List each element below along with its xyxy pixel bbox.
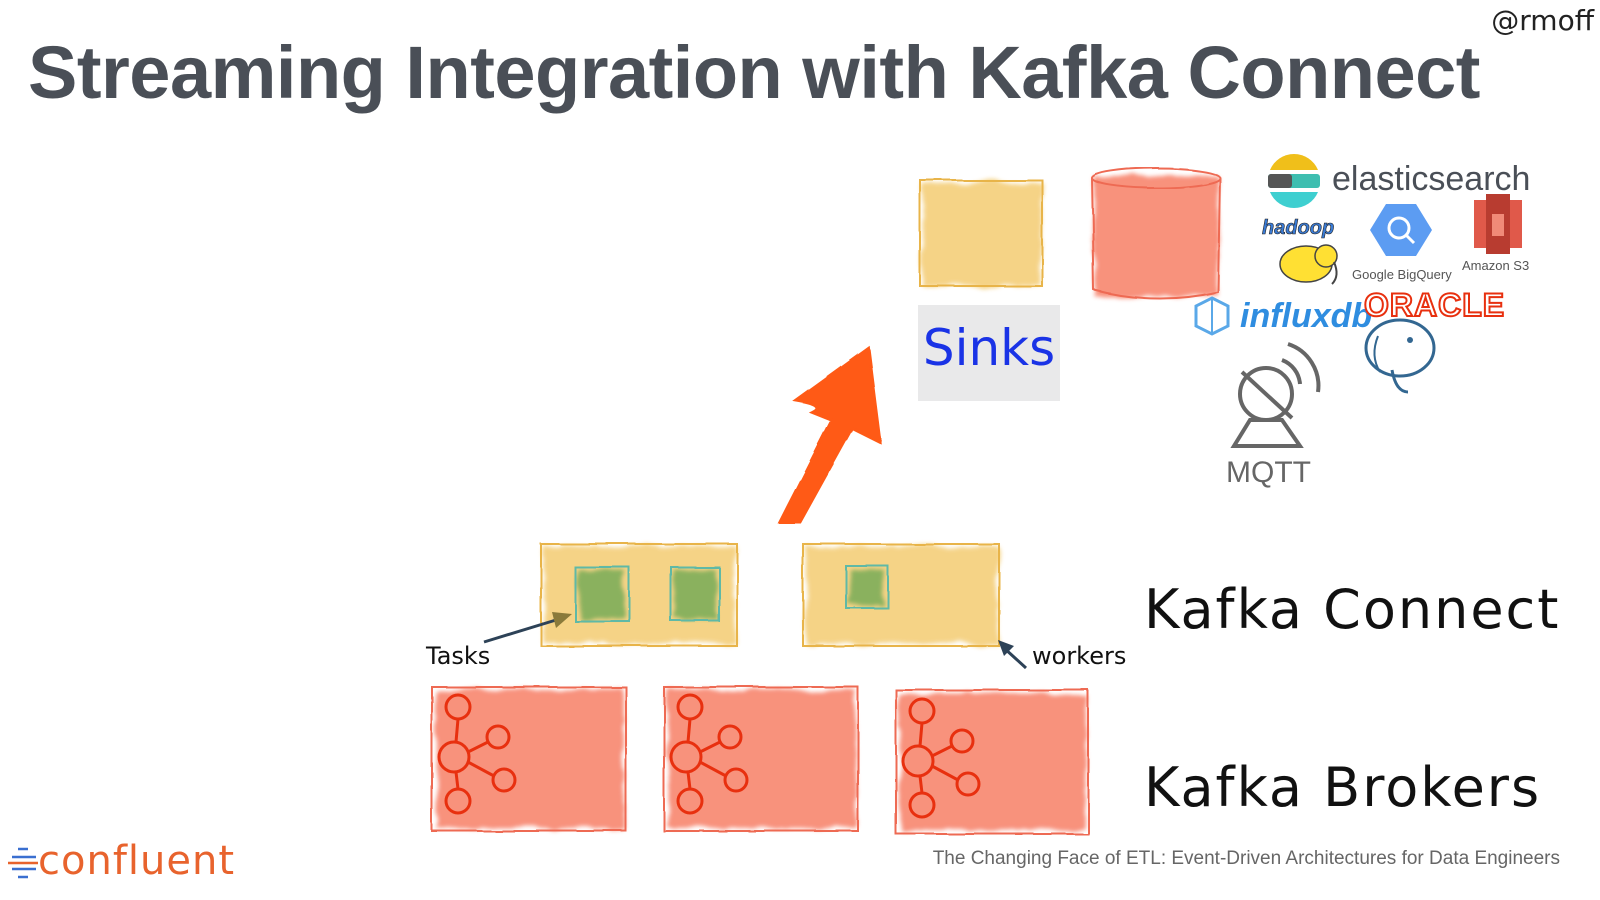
- confluent-logo-text: confluent: [38, 838, 236, 884]
- kafka-connect-label: Kafka Connect: [1144, 578, 1561, 641]
- kafka-broker-2: [663, 686, 859, 832]
- amazon-s3-label: Amazon S3: [1462, 258, 1529, 273]
- kafka-brokers-label: Kafka Brokers: [1144, 756, 1542, 819]
- hadoop-label: hadoop: [1262, 217, 1334, 239]
- bigquery-icon: [1370, 204, 1432, 256]
- sinks-label-box: Sinks: [918, 305, 1060, 401]
- confluent-logo-mark-icon: [8, 847, 38, 879]
- sink-database-cylinder: [1091, 167, 1221, 300]
- data-flow-arrow: [777, 345, 882, 524]
- amazon-s3-icon: [1474, 194, 1522, 254]
- workers-label: workers: [1032, 642, 1127, 670]
- kafka-broker-1: [431, 686, 627, 832]
- postgresql-icon: [1364, 318, 1436, 394]
- twitter-handle: @rmoff: [1491, 4, 1594, 37]
- tasks-pointer-arrow: [483, 612, 572, 644]
- elasticsearch-icon: [1268, 154, 1320, 208]
- sinks-label: Sinks: [922, 319, 1056, 377]
- influxdb-icon: [1194, 296, 1230, 336]
- workers-pointer-arrow: [998, 640, 1028, 670]
- connect-worker-2: [802, 543, 1000, 647]
- kafka-broker-3: [895, 689, 1089, 835]
- bigquery-label: Google BigQuery: [1352, 267, 1452, 282]
- connect-worker-1: [540, 543, 738, 647]
- influxdb-label: influxdb: [1240, 297, 1372, 335]
- mqtt-label: MQTT: [1226, 456, 1311, 489]
- confluent-logo: confluent: [8, 838, 235, 884]
- sink-worker-box: [919, 179, 1043, 287]
- mqtt-antenna-icon: [1230, 342, 1321, 448]
- talk-title-footer: The Changing Face of ETL: Event-Driven A…: [932, 848, 1560, 869]
- slide-title: Streaming Integration with Kafka Connect: [28, 31, 1480, 114]
- hadoop-elephant-icon: [1279, 244, 1338, 285]
- oracle-label: ORACLE: [1364, 287, 1505, 323]
- elasticsearch-label: elasticsearch: [1332, 160, 1530, 198]
- tasks-label: Tasks: [426, 642, 491, 670]
